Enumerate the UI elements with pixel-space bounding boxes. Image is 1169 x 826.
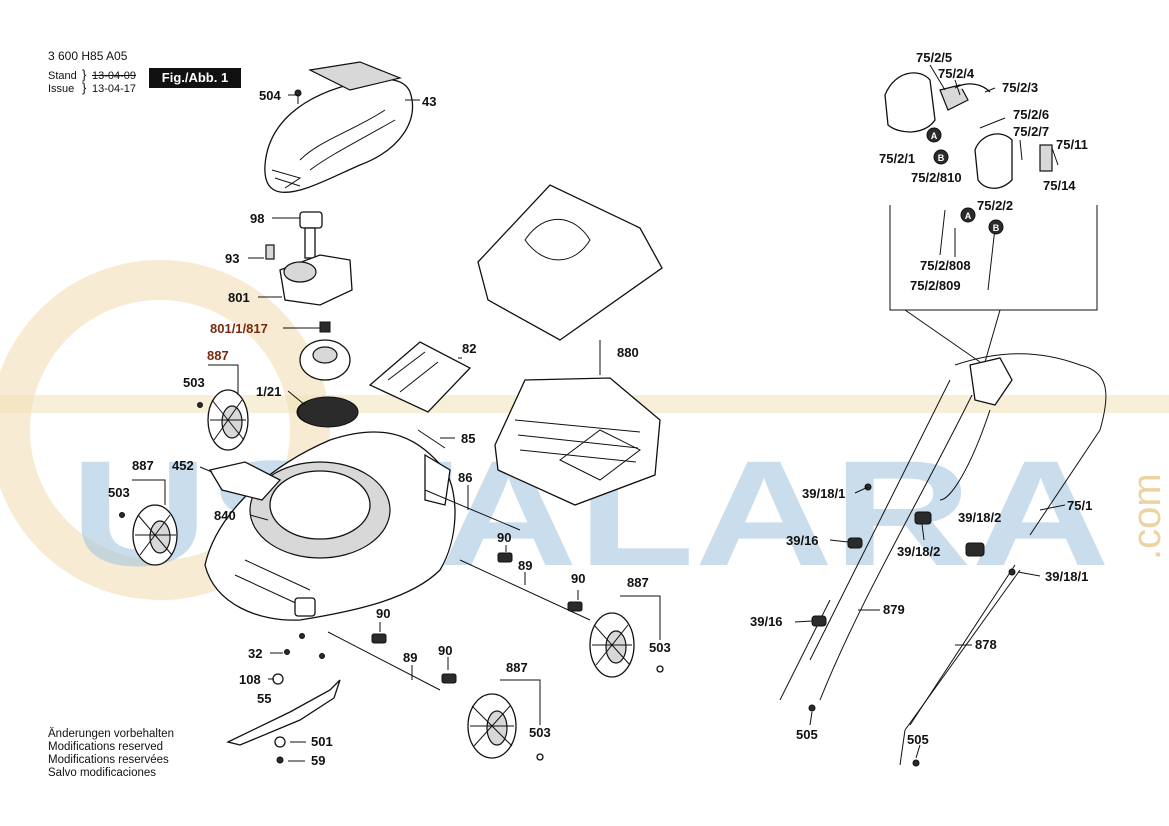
marker-b-2: B xyxy=(993,223,1000,233)
label-90-b: 90 xyxy=(571,571,585,586)
leader-lines xyxy=(132,64,1066,762)
label-86: 86 xyxy=(458,470,472,485)
label-39-18-2-a: 39/18/2 xyxy=(897,544,940,559)
lever-clip xyxy=(417,429,446,449)
wheel-right xyxy=(589,612,635,678)
label-82: 82 xyxy=(462,341,476,356)
wheel-bottom xyxy=(467,693,517,759)
label-880: 880 xyxy=(617,345,639,360)
brace-icon: } xyxy=(82,67,87,82)
label-75-2-4: 75/2/4 xyxy=(938,66,975,81)
label-59: 59 xyxy=(311,753,325,768)
label-75-2-2: 75/2/2 xyxy=(977,198,1013,213)
label-887-right: 887 xyxy=(627,575,649,590)
label-75-11: 75/11 xyxy=(1056,137,1088,152)
watermark-ring xyxy=(0,260,330,600)
label-503-bottom: 503 xyxy=(529,725,551,740)
label-505-a: 505 xyxy=(796,727,818,742)
label-90-c: 90 xyxy=(376,606,390,621)
note-de: Änderungen vorbehalten xyxy=(48,728,174,740)
label-878: 878 xyxy=(975,637,997,652)
label-75-1: 75/1 xyxy=(1067,498,1092,513)
deflector-flap xyxy=(368,341,472,413)
label-503-top: 503 xyxy=(183,375,205,390)
document-code: 3 600 H85 A05 xyxy=(48,49,128,63)
label-840: 840 xyxy=(214,508,236,523)
label-75-2-1: 75/2/1 xyxy=(879,151,915,166)
marker-b-1: B xyxy=(938,153,945,163)
label-89-a: 89 xyxy=(518,558,532,573)
wheels xyxy=(132,389,635,759)
label-504: 504 xyxy=(259,88,281,103)
label-501: 501 xyxy=(311,734,333,749)
fasteners xyxy=(119,89,664,764)
stand-label: Stand xyxy=(48,70,77,82)
switch-detail xyxy=(884,72,1098,363)
drive-belt xyxy=(297,396,359,428)
springs xyxy=(371,552,583,684)
label-75-2-3: 75/2/3 xyxy=(1002,80,1038,95)
brace-icon: } xyxy=(82,80,87,95)
label-108: 108 xyxy=(239,672,261,687)
part-labels: 504 43 98 93 801 801/1/817 887 503 1/21 … xyxy=(108,50,1092,768)
modification-notes: Änderungen vorbehalten Modifications res… xyxy=(48,728,174,780)
label-55: 55 xyxy=(257,691,271,706)
label-75-2-6: 75/2/6 xyxy=(1013,107,1049,122)
stand-date: 13-04-09 xyxy=(92,70,137,82)
marker-a-1: A xyxy=(931,131,938,141)
label-98: 98 xyxy=(250,211,264,226)
label-887-top: 887 xyxy=(207,348,229,363)
grass-guide xyxy=(208,461,282,501)
label-75-2-809: 75/2/809 xyxy=(910,278,961,293)
label-75-2-7: 75/2/7 xyxy=(1013,124,1049,139)
label-32: 32 xyxy=(248,646,262,661)
label-75-2-5: 75/2/5 xyxy=(916,50,952,65)
label-801-1-817: 801/1/817 xyxy=(210,321,268,336)
label-452: 452 xyxy=(172,458,194,473)
marker-a-2: A xyxy=(965,211,972,221)
issue-date: 13-04-17 xyxy=(92,83,137,95)
label-39-18-2-b: 39/18/2 xyxy=(958,510,1001,525)
label-39-18-1-b: 39/18/1 xyxy=(1045,569,1088,584)
label-43: 43 xyxy=(422,94,436,109)
label-1-21: 1/21 xyxy=(256,384,281,399)
label-75-2-810: 75/2/810 xyxy=(911,170,962,185)
label-503-left: 503 xyxy=(108,485,130,500)
label-887-bottom: 887 xyxy=(506,660,528,675)
watermark-suffix: .com xyxy=(1125,473,1169,560)
label-503-right: 503 xyxy=(649,640,671,655)
label-39-16-a: 39/16 xyxy=(786,533,819,548)
label-85: 85 xyxy=(461,431,475,446)
grass-bag xyxy=(477,184,663,506)
issue-label: Issue xyxy=(48,83,75,95)
label-93: 93 xyxy=(225,251,239,266)
label-90-d: 90 xyxy=(438,643,452,658)
label-39-18-1-a: 39/18/1 xyxy=(802,486,845,501)
top-cover xyxy=(264,61,414,193)
label-75-2-808: 75/2/808 xyxy=(920,258,971,273)
figure-badge: Fig./Abb. 1 xyxy=(149,68,241,88)
label-879: 879 xyxy=(883,602,905,617)
label-505-b: 505 xyxy=(907,732,929,747)
label-75-14: 75/14 xyxy=(1043,178,1076,193)
label-887-left: 887 xyxy=(132,458,154,473)
label-39-16-b: 39/16 xyxy=(750,614,783,629)
wheel-left xyxy=(132,504,178,566)
stand-row: Stand} 13-04-09 xyxy=(48,67,136,82)
label-90-a: 90 xyxy=(497,530,511,545)
note-fr: Modifications reservées xyxy=(48,754,169,766)
note-es: Salvo modificaciones xyxy=(48,767,157,779)
cutter-blade xyxy=(226,679,341,746)
label-89-b: 89 xyxy=(403,650,417,665)
label-801: 801 xyxy=(228,290,250,305)
note-en: Modifications reserved xyxy=(48,741,164,753)
wheel-top-left xyxy=(207,389,249,451)
issue-row: Issue} 13-04-17 xyxy=(48,80,136,95)
